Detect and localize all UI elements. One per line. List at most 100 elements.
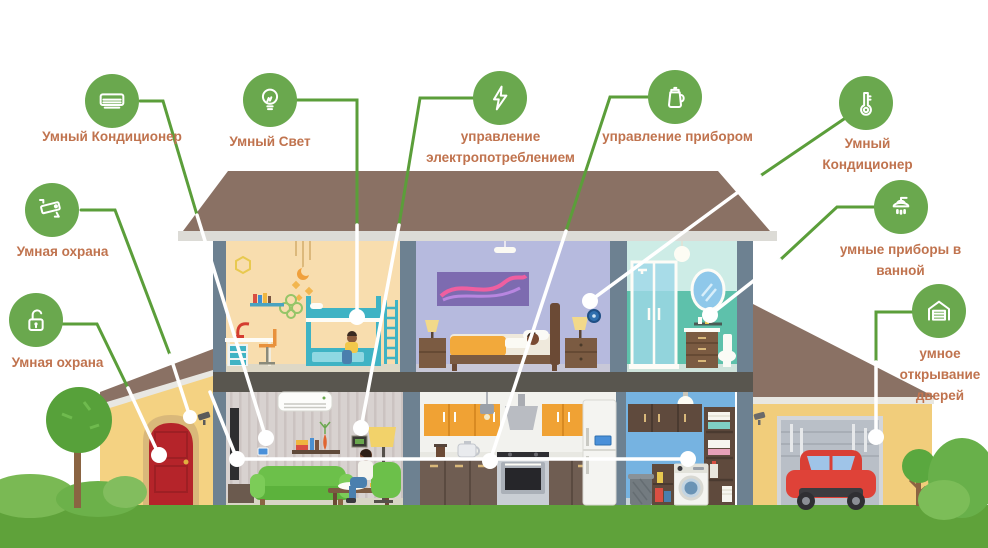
kid-figure: [342, 331, 358, 364]
light-bulb-icon: [261, 88, 279, 111]
thermostat: [587, 309, 601, 323]
callout-label-door-opening: умное открывание дверей: [899, 346, 981, 403]
woman-figure: [346, 449, 401, 503]
connector-bathroom-white: [708, 258, 782, 317]
bunk-bed: [306, 296, 398, 366]
house-frame: [213, 241, 753, 505]
laundry-hamper: [628, 474, 654, 505]
laundry-cabinet-small: [652, 464, 674, 505]
connector-appliance-white: [488, 229, 568, 463]
bathroom: [627, 241, 737, 372]
range-hood: [505, 394, 538, 430]
connector-light-green: [295, 98, 359, 227]
connector-lock-green: [61, 322, 130, 390]
padlock-icon: [28, 309, 44, 331]
garage-door-icon: [928, 300, 950, 321]
endpoint-dot: [258, 430, 274, 446]
callout-label-bathroom-devices: умные приборы в ванной: [839, 242, 962, 278]
nightstand-left: [419, 320, 446, 368]
wall-shelf: [250, 293, 284, 307]
thermometer-icon: [860, 92, 872, 116]
car: [786, 450, 876, 510]
badge-security-camera: [25, 183, 79, 237]
vase: [323, 434, 327, 450]
wall-doodle-flower: [279, 294, 303, 319]
fridge-display: [594, 435, 612, 446]
connector-camera-green: [79, 208, 172, 357]
air-conditioner-icon: [99, 93, 125, 109]
door-knob: [183, 459, 189, 465]
badge-door-opening: [912, 284, 966, 338]
connector-ac-right-green: [758, 117, 846, 178]
endpoint-dot: [582, 293, 598, 309]
mirror: [690, 268, 726, 312]
upper-cabinets: [424, 404, 584, 436]
callout-label-security-camera: Умная охрана: [16, 244, 109, 259]
endpoint-dot: [353, 420, 369, 436]
endpoint-dot: [151, 447, 167, 463]
badge-security-lock: [9, 293, 63, 347]
endpoint-dot: [183, 410, 197, 424]
ceiling-lamp: [494, 241, 516, 253]
tv: [228, 408, 254, 503]
porch: [100, 349, 213, 505]
garage-roof: [753, 304, 935, 397]
kettle-icon: [668, 86, 685, 108]
bushes-left: [0, 474, 147, 518]
shower-cabin: [629, 260, 679, 369]
badge-appliance-control: [648, 70, 702, 124]
endpoint-dot-pendant-light: [349, 309, 365, 325]
desk-chair: [259, 329, 277, 365]
front-door: [149, 423, 193, 505]
connector-ac-left-white: [195, 213, 268, 440]
callout-label-smart-light: Умный Свет: [229, 134, 311, 149]
laundry-shelving: [704, 407, 735, 505]
floor-slab: [213, 372, 753, 392]
connector-appliance-green: [564, 95, 650, 233]
endpoint-dots: [151, 293, 884, 469]
vanity: [684, 328, 720, 368]
endpoint-dot: [702, 307, 718, 323]
connector-doors-green: [874, 310, 915, 364]
connector-bathroom-green: [778, 205, 877, 262]
fridge: [582, 399, 617, 506]
washing-machine: [673, 463, 709, 506]
porch-camera: [197, 411, 211, 425]
laundry-room: [626, 392, 735, 506]
shower-icon: [892, 196, 910, 215]
callout-label-ac-right: Умный Кондиционер: [822, 136, 913, 172]
car-grille: [799, 488, 863, 497]
kitchen: [420, 392, 617, 506]
blanket: [450, 336, 506, 356]
shelf: [292, 421, 340, 454]
badge-smart-light: [243, 73, 297, 127]
nightstand-right: [565, 317, 597, 368]
callout-label-security-lock: Умная охрана: [11, 355, 104, 370]
living-room: [226, 391, 403, 505]
connector-camera-white: [168, 353, 192, 419]
cctv-camera-icon: [39, 199, 61, 218]
bedroom: [416, 241, 610, 372]
wall-panel: [257, 447, 269, 456]
callout-label-power-control: управление электропотреблением: [426, 129, 575, 165]
mobile-toy: [291, 241, 314, 302]
bed-ladder: [384, 300, 398, 364]
kettle: [457, 441, 480, 458]
connector-power-green: [397, 96, 475, 227]
connector-lock-white: [126, 386, 161, 457]
stove: [497, 452, 549, 505]
lightning-icon: [493, 85, 508, 111]
badge-bathroom-devices: [874, 180, 928, 234]
ground: [0, 505, 988, 548]
badge-ac-right: [839, 76, 893, 130]
connector-ac-right-white: [588, 174, 762, 303]
connector-ac-left-green: [138, 99, 199, 217]
headboard: [550, 303, 560, 365]
ceiling-bulb: [674, 241, 690, 262]
kids-room: [225, 241, 400, 372]
wall-doodle: [235, 255, 251, 275]
desk-lamp: [233, 322, 250, 338]
laundry-cabinets: [628, 404, 702, 432]
coffee-maker: [436, 446, 445, 457]
